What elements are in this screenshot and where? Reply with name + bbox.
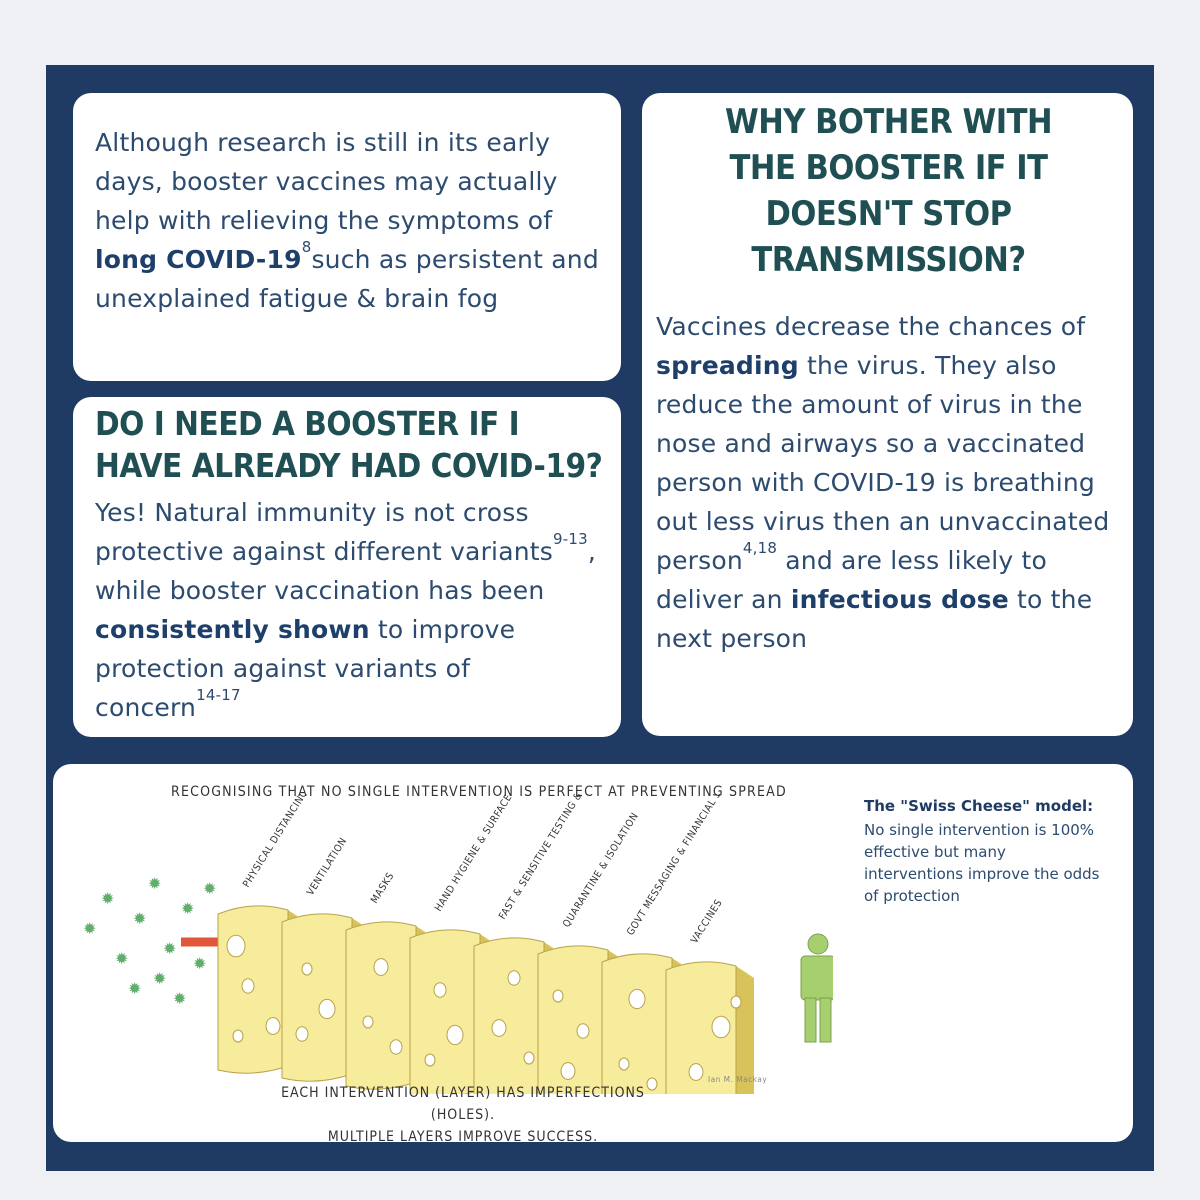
prior-infection-card: Do I need a booster if I have already ha… [73, 397, 621, 737]
virus-icon: ✹ [203, 879, 216, 898]
model-text: No single intervention is 100% effective… [864, 821, 1100, 905]
spreading-bold: spreading [656, 351, 799, 380]
ref-8: 8 [301, 238, 312, 256]
virus-icon: ✹ [163, 939, 176, 958]
transmission-text: Vaccines decrease the chances of spreadi… [656, 312, 1110, 653]
cheese-slice [665, 961, 754, 1094]
layer-label: PHYSICAL DISTANCING [241, 794, 310, 890]
virus-icon: ✹ [128, 979, 141, 998]
model-title: The "Swiss Cheese" model: [864, 797, 1094, 815]
caption-line-2: Multiple layers improve success. [327, 1129, 599, 1142]
prior-infection-heading: Do I need a booster if I have already ha… [95, 404, 603, 485]
virus-icon: ✹ [181, 899, 194, 918]
long-covid-text: Although research is still in its early … [95, 128, 599, 313]
virus-icon: ✹ [115, 949, 128, 968]
long-covid-bold: long COVID-19 [95, 245, 302, 274]
swiss-cheese-card: Recognising that no single intervention … [53, 764, 1133, 1142]
person-icon [800, 933, 833, 1043]
layer-label: QUARANTINE & ISOLATION [561, 811, 641, 930]
virus-icon: ✹ [173, 989, 186, 1008]
layer-label: GOVT MESSAGING & FINANCIAL SUPPORT [625, 794, 744, 938]
long-covid-card: Although research is still in its early … [73, 93, 621, 381]
layer-label: FAST & SENSITIVE TESTING & TRACING [497, 794, 610, 922]
consistently-shown-bold: consistently shown [95, 615, 370, 644]
transmission-heading: Why bother with the booster if it doesn'… [724, 102, 1053, 280]
diagram-credit: Ian M. Mackay [708, 1075, 767, 1084]
ref-9-13: 9-13 [553, 530, 588, 548]
ref-14-17: 14-17 [196, 686, 241, 704]
virus-icon: ✹ [153, 969, 166, 988]
virus-icon: ✹ [101, 889, 114, 908]
ref-4-18: 4,18 [742, 539, 778, 557]
virus-icon: ✹ [193, 954, 206, 973]
diagram-title: Recognising that no single intervention … [171, 784, 787, 800]
prior-infection-text: Yes! Natural immunity is not cross prote… [95, 498, 596, 722]
layer-label: VENTILATION [305, 836, 349, 898]
infectious-dose-bold: infectious dose [790, 585, 1009, 614]
layer-label: HAND HYGIENE & SURFACE CLEANING [433, 794, 543, 914]
diagram-caption: Each intervention (layer) has imperfecti… [253, 1082, 673, 1142]
virus-icon: ✹ [148, 874, 161, 893]
virus-icon: ✹ [83, 919, 96, 938]
model-note: The "Swiss Cheese" model: No single inte… [864, 796, 1104, 907]
transmission-card: Why bother with the booster if it doesn'… [642, 93, 1133, 736]
layer-label: MASKS [369, 871, 396, 906]
virus-icon: ✹ [133, 909, 146, 928]
caption-line-1: Each intervention (layer) has imperfecti… [281, 1085, 645, 1123]
layer-label: VACCINES [689, 898, 725, 946]
